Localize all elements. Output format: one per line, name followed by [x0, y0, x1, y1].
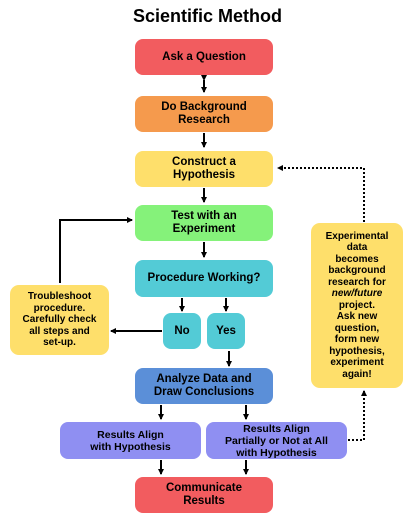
decision-yes: Yes	[207, 313, 245, 349]
note-troubleshoot: Troubleshoot procedure. Carefully check …	[10, 285, 109, 355]
arrow-experimental-hypothesis	[277, 165, 365, 222]
result-partial: Results Align Partially or Not at All wi…	[206, 422, 347, 459]
arrow-partial-experimental	[348, 390, 367, 441]
step-construct-hypothesis: Construct a Hypothesis	[135, 151, 273, 187]
result-align: Results Align with Hypothesis	[60, 422, 201, 459]
note-experimental-text-1: Experimental data becomes background res…	[325, 230, 389, 288]
step-procedure-working: Procedure Working?	[135, 260, 273, 297]
step-analyze-data: Analyze Data and Draw Conclusions	[135, 368, 273, 404]
decision-no: No	[163, 313, 201, 349]
diagram-title: Scientific Method	[132, 6, 282, 26]
step-ask-question: Ask a Question	[135, 39, 273, 75]
arrow-troubleshoot-test	[59, 217, 133, 283]
step-background-research: Do Background Research	[135, 96, 273, 132]
step-communicate-results: Communicate Results	[135, 477, 273, 513]
note-experimental-data: Experimental data becomes background res…	[311, 223, 403, 388]
note-experimental-italic: new/future	[331, 288, 383, 300]
note-experimental-text-2: project. Ask new question, form new hypo…	[329, 299, 385, 380]
step-test-experiment: Test with an Experiment	[135, 205, 273, 241]
